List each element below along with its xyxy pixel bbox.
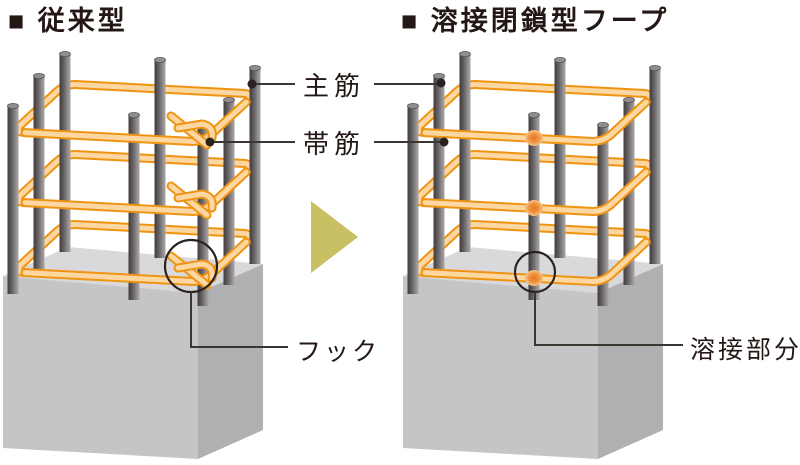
- hook-leader-line: [190, 292, 288, 348]
- rebar-column-welded: [403, 50, 663, 459]
- label-weld: 溶接部分: [690, 336, 800, 364]
- hook-callout: フック: [163, 238, 380, 366]
- label-main-bar: 主筋: [303, 71, 365, 101]
- main-bar-callout: 主筋: [247, 71, 446, 101]
- transition-arrow-icon: [311, 201, 358, 273]
- hoop-bar-callout: 帯筋: [205, 129, 449, 159]
- weld-leader-line: [534, 292, 683, 346]
- label-hoop-bar: 帯筋: [303, 129, 365, 159]
- panel-title-welded: ■ 溶接閉鎖型フープ: [401, 5, 669, 36]
- weld-callout: 溶接部分: [513, 250, 800, 364]
- rebar-column-conventional: [3, 50, 263, 459]
- label-hook: フック: [296, 338, 380, 366]
- weld-spot: [525, 130, 543, 286]
- panel-title-conventional: ■ 従来型: [8, 6, 128, 36]
